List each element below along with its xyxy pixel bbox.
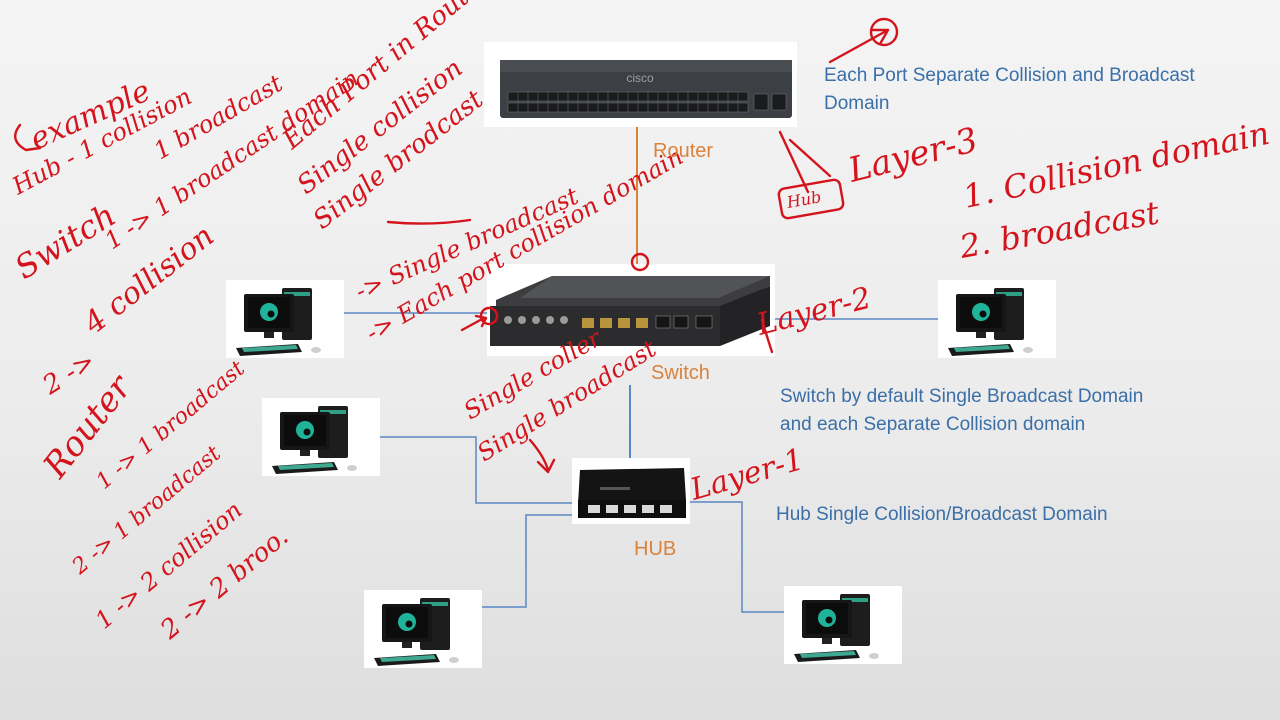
router-label: Router — [653, 140, 714, 162]
hub-description: Hub Single Collision/Broadcast Domain — [776, 504, 1108, 525]
computer-hub-left-top — [262, 398, 380, 476]
annotation-hub-small: Hub — [784, 187, 822, 212]
router-description-line2: Domain — [824, 93, 890, 114]
hub-label: HUB — [634, 538, 677, 560]
hub-device — [572, 458, 690, 524]
connection-lines — [325, 118, 943, 613]
computer-right — [938, 280, 1056, 358]
switch-description: Switch by default Single Broadcast Domai… — [780, 383, 1143, 439]
computer-hub-bottom-left — [364, 590, 482, 668]
switch-description-line2: and each Separate Collision domain — [780, 414, 1086, 435]
annotation-layer1: Layer-1 — [686, 442, 808, 508]
switch-label: Switch — [651, 362, 710, 384]
computer-left — [226, 280, 344, 358]
router-description: Each Port Separate Collision and Broadca… — [824, 62, 1195, 118]
router-brand-logo: cisco — [626, 71, 654, 85]
switch-device — [487, 264, 775, 356]
computer-hub-bottom-right — [784, 586, 902, 664]
router-device: cisco — [484, 42, 797, 127]
switch-description-line1: Switch by default Single Broadcast Domai… — [780, 386, 1144, 407]
router-description-line1: Each Port Separate Collision and Broadca… — [824, 65, 1195, 86]
